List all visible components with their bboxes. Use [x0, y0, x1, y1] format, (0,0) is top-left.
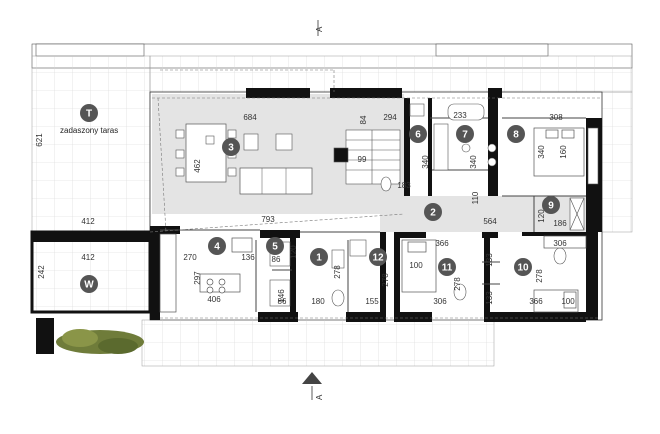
- dimension-room-12: 155: [365, 297, 379, 306]
- dimension-room-8: 308: [549, 113, 563, 122]
- hall-floor: [380, 196, 600, 232]
- badge-room-5-circle: [266, 237, 284, 255]
- badge-room-3-circle: [222, 138, 240, 156]
- badge-room-12-circle: [369, 248, 387, 266]
- dimension-room-11: 366: [435, 239, 449, 248]
- badge-garden-circle: [80, 275, 98, 293]
- bath-fixtures: [269, 103, 567, 307]
- wardrobes: [569, 127, 599, 231]
- badge-room-11-circle: [438, 258, 456, 276]
- dimension-room-5: 86: [278, 297, 287, 306]
- terrace-area: [31, 55, 151, 233]
- dimension-room-2: 110: [471, 191, 480, 204]
- badge-room-10: 10: [517, 263, 529, 274]
- stairs: [333, 129, 401, 185]
- badge-room-7-circle: [456, 125, 474, 143]
- dimension-room-9: 120: [537, 209, 546, 223]
- badge-room-8: 8: [513, 130, 519, 141]
- badge-room-4-circle: [208, 237, 226, 255]
- dimension-room-2: 564: [483, 217, 497, 226]
- badge-room-1-circle: [310, 248, 328, 266]
- dimension-terrace: 412: [81, 217, 95, 226]
- dimension-terrace: 621: [35, 133, 44, 147]
- bottom-patio: [141, 319, 495, 367]
- badge-room-1: 1: [316, 253, 322, 264]
- dimension-room-4: 406: [207, 295, 221, 304]
- badge-garden: W: [84, 280, 94, 291]
- badge-room-6: 6: [415, 130, 421, 141]
- dimension-room-5: 86: [272, 255, 281, 264]
- badge-room-6-circle: [409, 125, 427, 143]
- dimension-room-7: 340: [469, 155, 478, 169]
- dimension-room-10: 100: [561, 297, 575, 306]
- dimension-room-3: 462: [193, 159, 202, 173]
- planter: [36, 318, 54, 354]
- dimension-room-8: 340: [537, 145, 546, 159]
- dimension-room-12: 278: [381, 273, 390, 287]
- badge-room-2: 2: [430, 208, 436, 219]
- badge-room-5: 5: [272, 242, 278, 253]
- badge-room-9: 9: [548, 201, 554, 212]
- dimension-room-3: 684: [243, 113, 257, 122]
- dimension-room-6: 84: [359, 115, 368, 124]
- dimension-room-8: 160: [559, 145, 568, 159]
- dimension-room-11: 100: [409, 261, 423, 270]
- badge-terrace-circle: [80, 104, 98, 122]
- badge-room-11: 11: [442, 263, 453, 274]
- dimension-room-4: 297: [193, 271, 202, 285]
- badge-room-9-circle: [542, 196, 560, 214]
- dimension-room-11: 306: [433, 297, 447, 306]
- garden-w: [30, 230, 152, 314]
- dimension-garden: 412: [81, 253, 95, 262]
- section-label-top: A: [315, 26, 324, 32]
- section-marker-bottom: A: [302, 372, 324, 400]
- dimension-room-10: 366: [529, 297, 543, 306]
- dimension-room-7: 233: [453, 111, 467, 120]
- badge-room-3: 3: [228, 143, 234, 154]
- dimension-room-3: 99: [358, 155, 367, 164]
- dimension-room-1: 180: [311, 297, 325, 306]
- badge-room-12: 12: [372, 253, 384, 264]
- dimension-room-11: 278: [453, 277, 462, 291]
- sofa: [205, 133, 313, 195]
- top-terrace-grid: [149, 55, 633, 93]
- badge-room-7: 7: [462, 130, 468, 141]
- badge-room-4: 4: [214, 242, 220, 253]
- dimension-misc: 133: [485, 253, 494, 267]
- dimension-room-5: 146: [277, 289, 286, 303]
- dimension-room-4: 136: [241, 253, 255, 262]
- dimension-room-3: 793: [261, 215, 275, 224]
- dimension-room-6: 183: [397, 181, 411, 190]
- badge-terrace: T: [86, 109, 92, 120]
- dimension-room-10: 306: [553, 239, 567, 248]
- dimension-garden: 242: [37, 265, 46, 279]
- right-terrace-grid: [599, 91, 633, 233]
- dimension-room-10: 278: [535, 269, 544, 283]
- kitchen-counter: [159, 233, 253, 313]
- dimension-room-4: 270: [183, 253, 197, 262]
- section-label-bottom: A: [315, 394, 324, 400]
- dimension-room-6: 294: [383, 113, 397, 122]
- dimension-room-1: 278: [333, 265, 342, 279]
- terrace-label: zadaszony taras: [60, 126, 118, 135]
- dimension-room-6: 340: [421, 155, 430, 169]
- dimension-misc: 133: [485, 291, 494, 305]
- badge-room-2-circle: [424, 203, 442, 221]
- dashed-lines: [149, 69, 600, 319]
- dimension-room-5: 120: [289, 245, 298, 259]
- badge-room-8-circle: [507, 125, 525, 143]
- beds: [401, 127, 587, 313]
- dimension-room-9: 186: [553, 219, 567, 228]
- badge-room-10-circle: [514, 258, 532, 276]
- section-marker-top: A: [315, 20, 324, 36]
